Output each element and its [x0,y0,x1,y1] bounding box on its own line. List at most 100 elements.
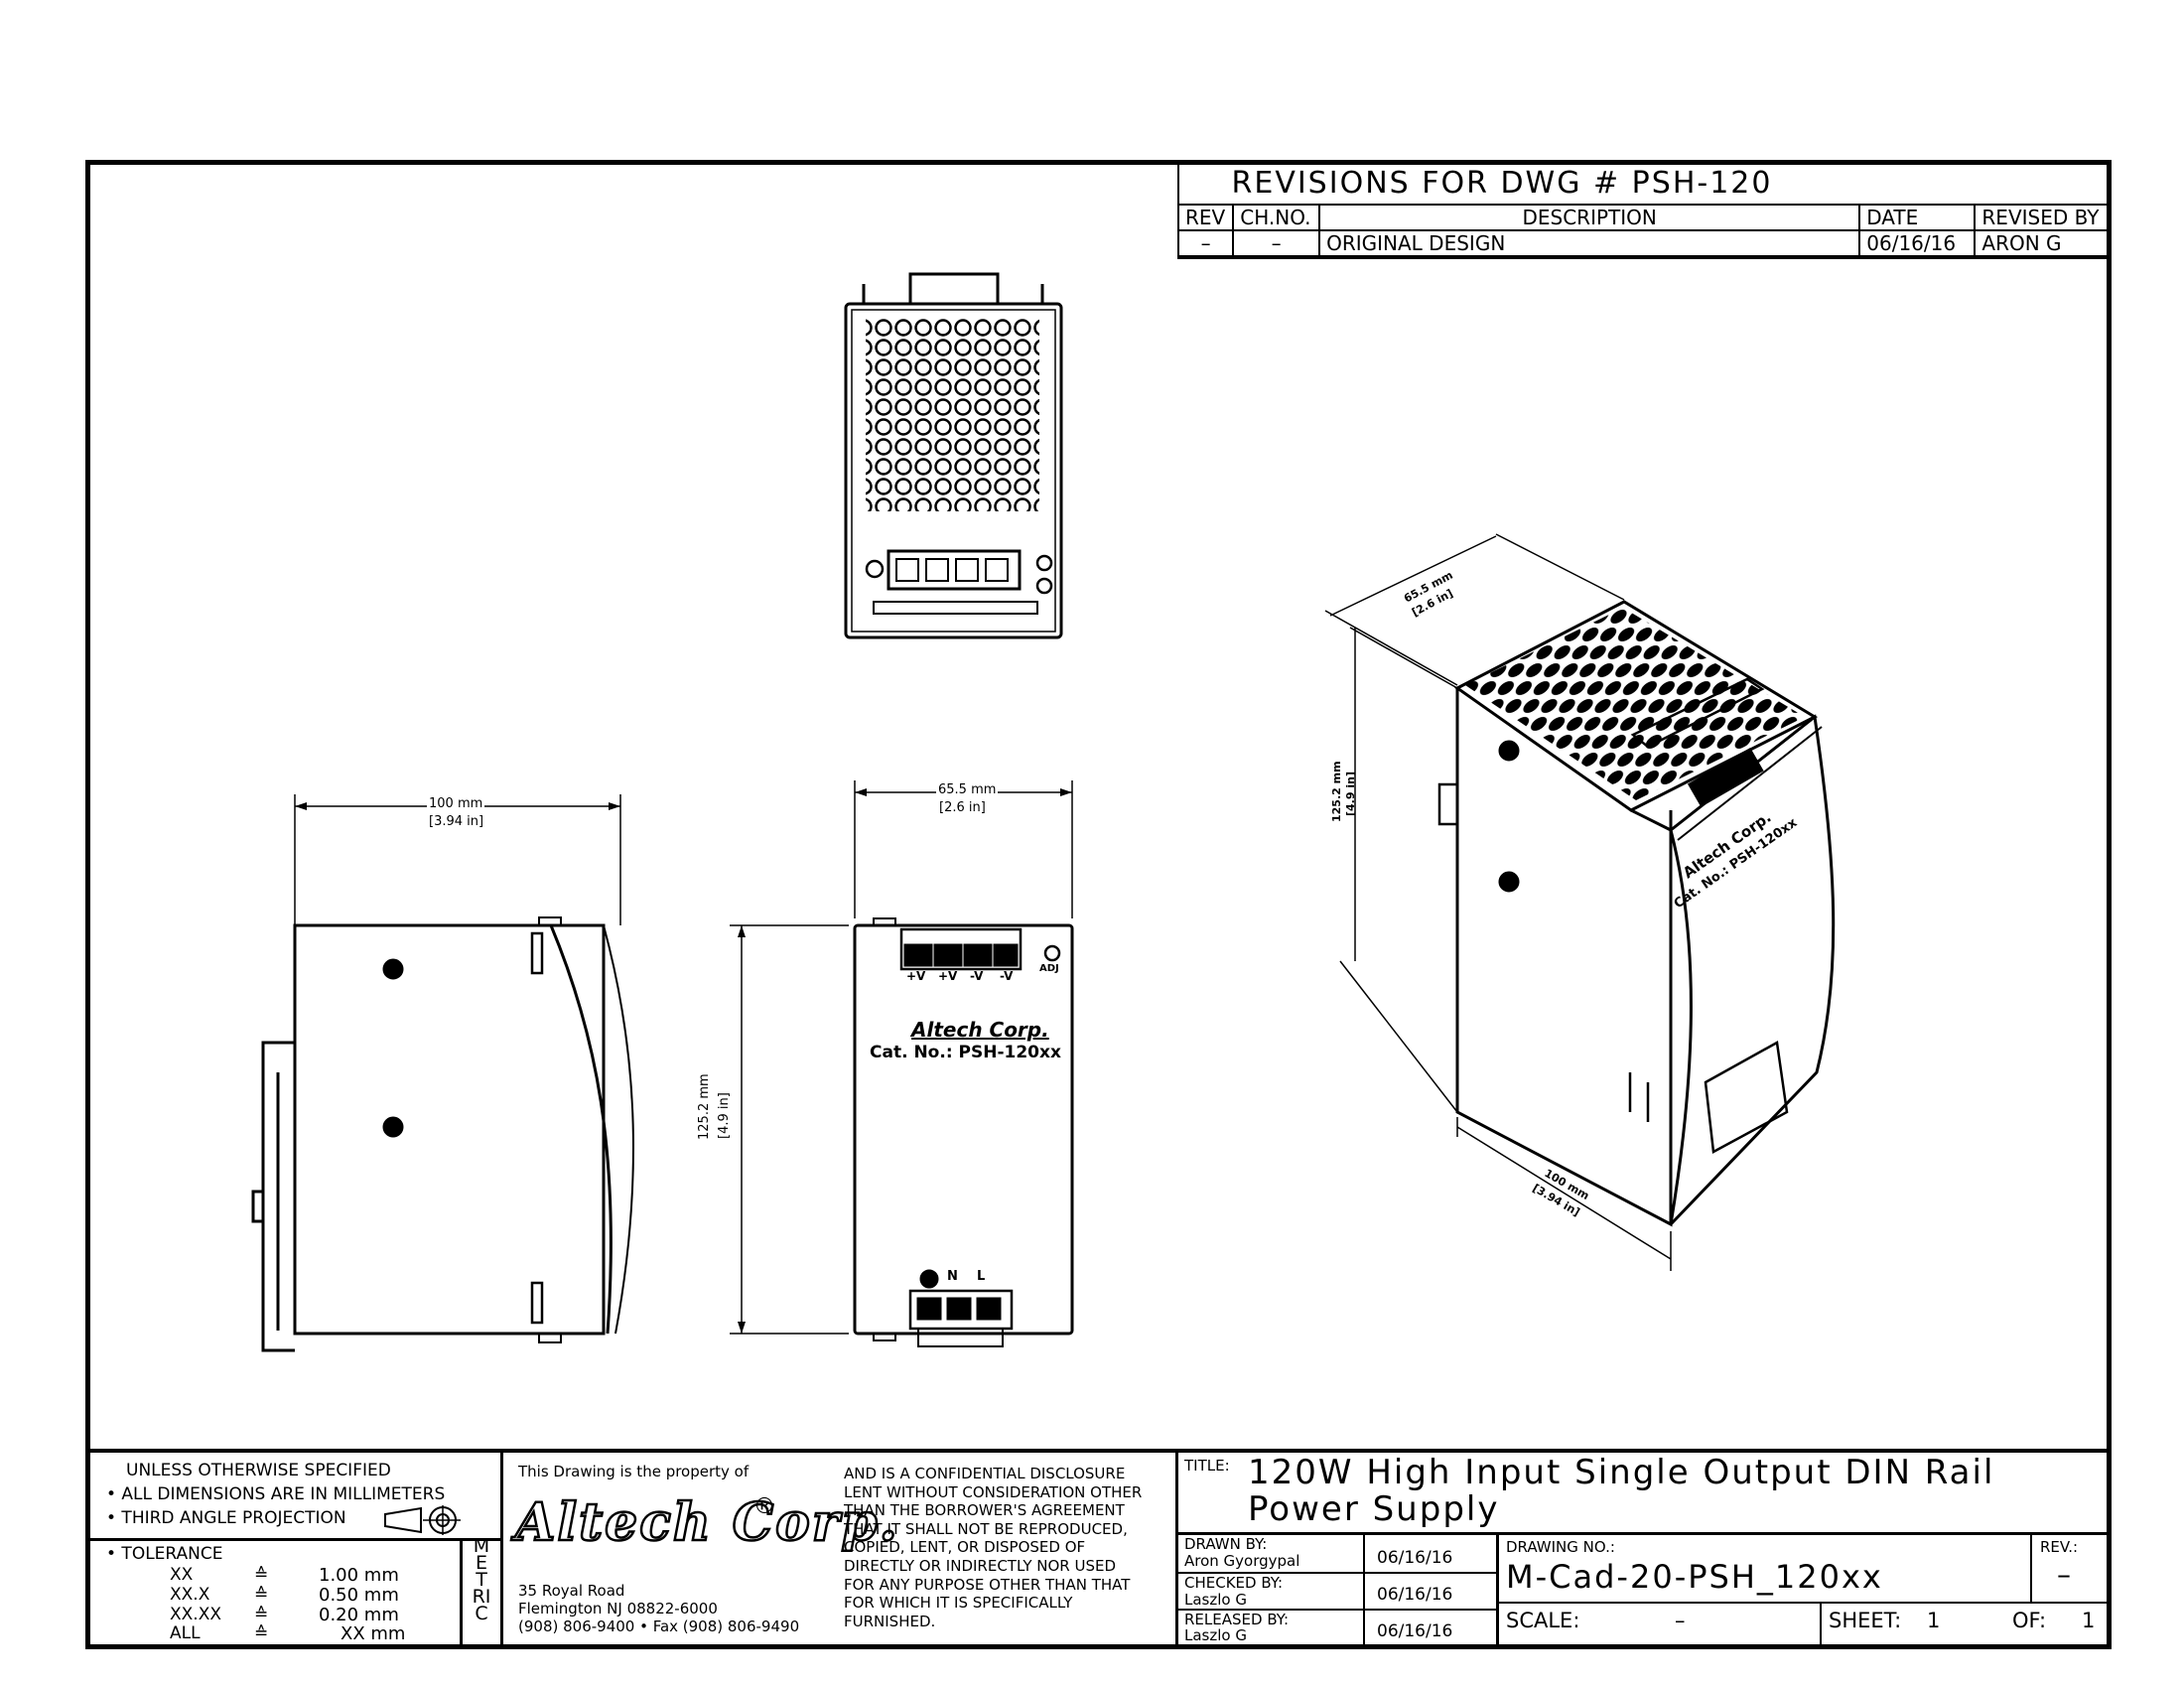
released-by-name: Laszlo G [1184,1626,1247,1644]
notes-line-3: • THIRD ANGLE PROJECTION [106,1508,346,1528]
rev-cell: – [1176,229,1235,257]
dim-iso-height-in: [4.9 in] [1344,772,1357,816]
drawn-date: 06/16/16 [1377,1548,1453,1568]
released-date: 06/16/16 [1377,1621,1453,1641]
iso-vent-grille [1465,608,1805,800]
address-line-3: (908) 806-9400 • Fax (908) 806-9490 [518,1618,800,1635]
title-info-section: TITLE: 120W High Input Single Output DIN… [1178,1453,2107,1644]
tol-value-xx: 1.00 mm [319,1565,399,1586]
disclosure-line: FOR WHICH IT IS SPECIFICALLY [844,1594,1073,1613]
tol-key-all: ALL [170,1623,201,1643]
title-label: TITLE: [1184,1457,1230,1475]
date-header: DATE [1858,204,1977,231]
side-view [251,916,634,1352]
front-view [853,917,1074,1347]
disclosure-line: COPIED, LENT, OR DISPOSED OF [844,1538,1086,1557]
drawing-number: M-Cad-20-PSH_120xx [1506,1558,1883,1596]
front-catno-label: Cat. No.: PSH-120xx [870,1043,1061,1062]
notes-line-1: UNLESS OTHERWISE SPECIFIED [126,1461,391,1480]
metric-label: METRIC [472,1535,491,1624]
address-line-1: 35 Royal Road [518,1582,625,1600]
sheet-label: SHEET: [1829,1609,1902,1632]
dim-iso-height: 125.2 mm [1330,761,1343,822]
tol-key-xxx: XX.X [170,1585,210,1605]
description-header: DESCRIPTION [1318,204,1861,231]
disclosure-line: FURNISHED. [844,1612,936,1630]
rev-label: REV.: [2040,1538,2079,1556]
terminal-label-vplus-1: +V [906,969,926,983]
sheet-value: 1 [1927,1609,1941,1632]
property-section: This Drawing is the property of Altech C… [503,1453,1178,1644]
terminal-label-l: L [977,1269,986,1284]
description-cell: ORIGINAL DESIGN [1318,229,1861,257]
revisions-title: REVISIONS FOR DWG # PSH-120 [1231,166,1773,201]
disclosure-line: THAN THE BORROWER'S AGREEMENT [844,1501,1125,1520]
terminal-label-vminus-1: -V [970,969,984,983]
scale-value: – [1675,1609,1686,1632]
checked-by-name: Laszlo G [1184,1591,1247,1609]
disclosure-line: AND IS A CONFIDENTIAL DISCLOSURE [844,1465,1126,1482]
dim-front-height: 125.2 mm [697,1071,712,1142]
disclosure-line: DIRECTLY OR INDIRECTLY NOR USED [844,1556,1116,1575]
front-brand-label: Altech Corp. [911,1018,1049,1042]
rev-value: – [2057,1558,2071,1591]
tol-sym-3: ≙ [254,1605,269,1624]
revised-by-cell: ARON G [1974,229,2112,257]
property-intro: This Drawing is the property of [518,1463,750,1480]
title-block [85,1449,2112,1649]
revisions-block: REVISIONS FOR DWG # PSH-120 REV CH.NO. D… [1176,162,2112,259]
of-value: 1 [2082,1609,2096,1632]
company-logo: Altech Corp. [514,1491,899,1555]
tolerance-title: • TOLERANCE [106,1544,223,1564]
third-angle-projection-icon [384,1505,461,1535]
approvals: DRAWN BY: Aron Gyorgypal 06/16/16 CHECKE… [1178,1535,1496,1644]
drawn-by-label: DRAWN BY: [1184,1535,1268,1553]
tol-sym-1: ≙ [254,1565,269,1585]
checked-date: 06/16/16 [1377,1585,1453,1605]
chno-header: CH.NO. [1232,204,1321,231]
disclosure-text: AND IS A CONFIDENTIAL DISCLOSURE LENT WI… [844,1465,1142,1630]
of-label: OF: [2012,1609,2047,1632]
metric-box: METRIC [460,1535,500,1644]
dim-front-height-in: [4.9 in] [717,1092,732,1139]
checked-by-label: CHECKED BY: [1184,1574,1284,1592]
tol-sym-4: ≙ [254,1623,269,1643]
drawing-title-line-2: Power Supply [1248,1489,1500,1529]
drawing-title-line-1: 120W High Input Single Output DIN Rail [1248,1453,1995,1492]
revision-row: – – ORIGINAL DESIGN 06/16/16 ARON G [1176,229,2112,257]
terminal-label-vplus-2: +V [938,969,958,983]
registered-mark: ® [753,1494,775,1519]
tol-key-xx: XX [170,1565,194,1585]
date-cell: 06/16/16 [1858,229,1977,257]
tol-value-xxxx: 0.20 mm [319,1605,399,1625]
revisions-table: REV CH.NO. DESCRIPTION DATE REVISED BY –… [1176,204,2112,257]
notes-section: UNLESS OTHERWISE SPECIFIED • ALL DIMENSI… [90,1453,503,1644]
disclosure-line: LENT WITHOUT CONSIDERATION OTHER [844,1482,1143,1501]
dim-front-width: 65.5 mm [936,782,999,797]
dimensions [294,533,1672,1335]
dim-side-width-in: [3.94 in] [429,814,484,829]
drawn-by-name: Aron Gyorgypal [1184,1552,1300,1570]
terminal-label-n: N [947,1269,958,1284]
address-line-2: Flemington NJ 08822-6000 [518,1600,718,1618]
scale-label: SCALE: [1506,1609,1580,1632]
adj-label: ADJ [1039,963,1059,974]
notes-line-2: • ALL DIMENSIONS ARE IN MILLIMETERS [106,1484,446,1504]
terminal-label-vminus-2: -V [1000,969,1014,983]
tol-value-xxx: 0.50 mm [319,1585,399,1606]
disclosure-line: FOR ANY PURPOSE OTHER THAN THAT [844,1575,1131,1594]
tol-key-xxxx: XX.XX [170,1605,221,1624]
drawing-views: Altech Corp. Cat. No.: PSH-120xx [251,272,1836,1352]
top-vent-grille [866,318,1039,511]
top-view [844,272,1063,639]
disclosure-line: THAT IT SHALL NOT BE REPRODUCED, [844,1519,1128,1538]
dim-side-width: 100 mm [427,796,485,811]
tol-sym-2: ≙ [254,1585,269,1605]
revised-by-header: REVISED BY [1974,204,2112,231]
rev-header: REV [1176,204,1235,231]
released-by-label: RELEASED BY: [1184,1611,1290,1628]
drawing-no-label: DRAWING NO.: [1506,1538,1615,1556]
revisions-header-row: REV CH.NO. DESCRIPTION DATE REVISED BY [1176,204,2112,231]
dim-front-width-in: [2.6 in] [939,800,986,815]
tol-value-all: XX mm [341,1623,406,1644]
